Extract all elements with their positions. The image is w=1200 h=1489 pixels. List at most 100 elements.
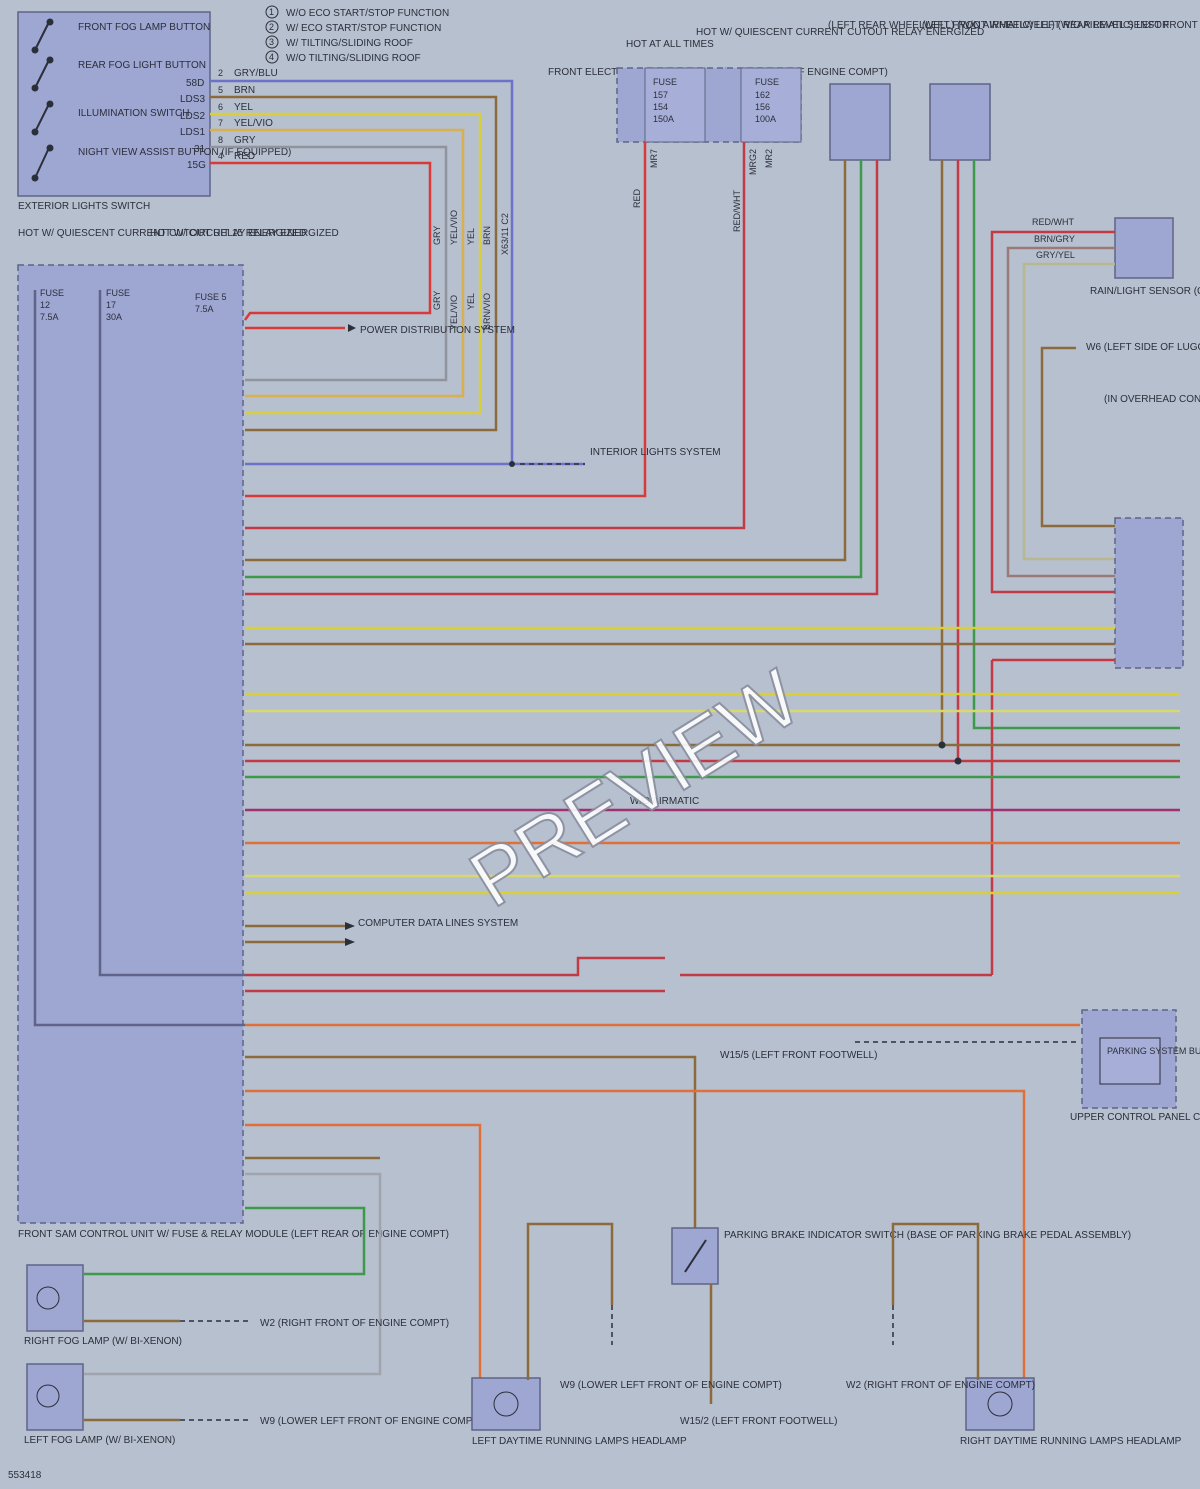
- svg-text:4: 4: [218, 151, 223, 161]
- w9-left-fog-label: W9 (LOWER LEFT FRONT OF ENGINE COMPT): [260, 1416, 482, 1427]
- front-fog-button-label: FRONT FOG LAMP BUTTON: [78, 22, 210, 33]
- sam-title: FRONT SAM CONTROL UNIT W/ FUSE & RELAY M…: [18, 1229, 449, 1240]
- pin-name-lds2: LDS2: [180, 111, 205, 122]
- svg-text:(IN OVERHEAD CONSOLE) (W/O CAN: (IN OVERHEAD CONSOLE) (W/O CAN) OVERHEAD…: [1104, 394, 1200, 405]
- svg-text:HOT AT ALL TIMES: HOT AT ALL TIMES: [626, 39, 714, 50]
- exterior-lights-switch: FRONT FOG LAMP BUTTON REAR FOG LIGHT BUT…: [17, 11, 291, 212]
- svg-text:100A: 100A: [755, 114, 776, 124]
- svg-text:RED: RED: [632, 188, 642, 208]
- svg-text:LEFT DAYTIME RUNNING LAMPS HEA: LEFT DAYTIME RUNNING LAMPS HEADLAMP: [472, 1436, 687, 1447]
- svg-text:PARKING BRAKE INDICATOR SWITCH: PARKING BRAKE INDICATOR SWITCH (BASE OF …: [724, 1230, 1131, 1241]
- svg-text:HOT W/ QUIESCENT CURRENT CUTOU: HOT W/ QUIESCENT CURRENT CUTOUT RELAY EN…: [18, 228, 306, 239]
- w2-right-fog-label: W2 (RIGHT FRONT OF ENGINE COMPT): [260, 1318, 449, 1329]
- rain-light-sensor: RAIN/LIGHT SENSOR (CENTER FRONT OF ROOF)…: [1032, 217, 1200, 297]
- front-prefuse-box: HOT AT ALL TIMES HOT W/ QUIESCENT CURREN…: [548, 27, 984, 232]
- svg-text:3: 3: [269, 37, 274, 47]
- svg-text:156: 156: [755, 102, 770, 112]
- svg-text:157: 157: [653, 90, 668, 100]
- note-4: W/O TILTING/SLIDING ROOF: [286, 53, 421, 64]
- svg-text:RED: RED: [234, 151, 255, 162]
- pin-name-lds1: LDS1: [180, 127, 205, 138]
- svg-text:YEL: YEL: [466, 293, 476, 310]
- svg-text:154: 154: [653, 102, 668, 112]
- illumination-switch-label: ILLUMINATION SWITCH: [78, 108, 189, 119]
- right-fog-lamp: RIGHT FOG LAMP (W/ BI-XENON): [24, 1264, 182, 1347]
- svg-text:RED/WHT: RED/WHT: [1032, 217, 1074, 227]
- parking-system-button-label: PARKING SYSTEM BUTTON: [1107, 1046, 1200, 1056]
- svg-text:GRY: GRY: [432, 226, 442, 245]
- svg-text:BRN: BRN: [234, 85, 255, 96]
- svg-text:(LEFT FRONT WHEELWELL) (W/O AI: (LEFT FRONT WHEELWELL) (W/O AIRMATIC) LE…: [922, 20, 1200, 31]
- svg-text:RAIN/LIGHT SENSOR (CENTER FRON: RAIN/LIGHT SENSOR (CENTER FRONT OF ROOF): [1090, 286, 1200, 297]
- overhead-control-panel: (IN OVERHEAD CONSOLE) (W/O CAN) OVERHEAD…: [1104, 394, 1200, 669]
- level-sensor-wires: [245, 160, 1180, 760]
- svg-text:MR7: MR7: [649, 149, 659, 168]
- w15-2-label: W15/2 (LEFT FRONT FOOTWELL): [680, 1416, 837, 1427]
- svg-text:GRY: GRY: [234, 135, 256, 146]
- left-drl-headlamp: LEFT DAYTIME RUNNING LAMPS HEADLAMP: [471, 1377, 687, 1447]
- svg-text:YEL: YEL: [234, 102, 253, 113]
- svg-text:BRN/GRY: BRN/GRY: [1034, 234, 1075, 244]
- svg-text:UPPER CONTROL PANEL CONTROL UN: UPPER CONTROL PANEL CONTROL UNIT (LEFT S…: [1070, 1112, 1200, 1123]
- svg-text:FUSE 5: FUSE 5: [195, 292, 227, 302]
- svg-text:YEL/VIO: YEL/VIO: [234, 118, 273, 129]
- pin-name-lds3: LDS3: [180, 94, 205, 105]
- w15-5-label: W15/5 (LEFT FRONT FOOTWELL): [720, 1050, 877, 1061]
- left-fog-lamp: LEFT FOG LAMP (W/ BI-XENON): [24, 1363, 175, 1446]
- interior-lights-label: INTERIOR LIGHTS SYSTEM: [590, 447, 721, 458]
- svg-text:162: 162: [755, 90, 770, 100]
- svg-text:1: 1: [269, 7, 274, 17]
- svg-text:BRN/VIO: BRN/VIO: [482, 293, 492, 330]
- parking-brake-switch: PARKING BRAKE INDICATOR SWITCH (BASE OF …: [671, 1227, 1131, 1285]
- svg-text:5: 5: [218, 85, 223, 95]
- svg-text:RIGHT FOG LAMP (W/ BI-XENON): RIGHT FOG LAMP (W/ BI-XENON): [24, 1336, 182, 1347]
- svg-text:7.5A: 7.5A: [195, 304, 214, 314]
- svg-text:MR2: MR2: [764, 149, 774, 168]
- note-1: W/O ECO START/STOP FUNCTION: [286, 8, 449, 19]
- right-drl-headlamp: RIGHT DAYTIME RUNNING LAMPS HEADLAMP: [960, 1377, 1182, 1447]
- svg-text:8: 8: [218, 135, 223, 145]
- svg-text:4: 4: [269, 52, 274, 62]
- computer-data-lines-label: COMPUTER DATA LINES SYSTEM: [358, 918, 518, 929]
- svg-text:17: 17: [106, 300, 116, 310]
- svg-text:6: 6: [218, 102, 223, 112]
- svg-text:FUSE: FUSE: [106, 288, 130, 298]
- svg-text:7: 7: [218, 118, 223, 128]
- svg-text:YEL/VIO: YEL/VIO: [449, 210, 459, 245]
- pin-name-31: 31: [194, 144, 206, 155]
- exterior-switch-title: EXTERIOR LIGHTS SWITCH: [18, 201, 150, 212]
- svg-text:2: 2: [269, 22, 274, 32]
- svg-text:HOT W/ QUIESCENT CURRENT CUTOU: HOT W/ QUIESCENT CURRENT CUTOUT RELAY EN…: [696, 27, 984, 38]
- svg-text:7.5A: 7.5A: [40, 312, 59, 322]
- svg-text:FUSE: FUSE: [653, 77, 677, 87]
- svg-text:FUSE: FUSE: [40, 288, 64, 298]
- rear-fog-button-label: REAR FOG LIGHT BUTTON: [78, 60, 206, 71]
- left-rear-level-sensor: (LEFT REAR WHEELWELL) (W/O AIRMATIC) LEF…: [828, 20, 1169, 161]
- note-2: W/ ECO START/STOP FUNCTION: [286, 23, 441, 34]
- svg-text:2: 2: [218, 68, 223, 78]
- svg-text:GRY/BLU: GRY/BLU: [234, 68, 278, 79]
- w6-label: W6 (LEFT SIDE OF LUGGAGE COMPT): [1086, 342, 1200, 353]
- svg-text:12: 12: [40, 300, 50, 310]
- svg-text:FUSE: FUSE: [755, 77, 779, 87]
- diagram-id: 553418: [8, 1470, 42, 1481]
- horizontal-bus-wires: [245, 692, 1180, 895]
- svg-text:YEL: YEL: [466, 228, 476, 245]
- svg-text:BRN: BRN: [482, 226, 492, 245]
- svg-text:MRG2: MRG2: [748, 149, 758, 175]
- svg-text:GRY: GRY: [432, 291, 442, 310]
- w9-drl-label: W9 (LOWER LEFT FRONT OF ENGINE COMPT): [560, 1380, 782, 1391]
- svg-text:RIGHT DAYTIME RUNNING LAMPS HE: RIGHT DAYTIME RUNNING LAMPS HEADLAMP: [960, 1436, 1182, 1447]
- svg-text:RED/WHT: RED/WHT: [732, 190, 742, 232]
- svg-text:30A: 30A: [106, 312, 122, 322]
- pin-name-58d: 58D: [186, 78, 204, 89]
- legend-notes: 1 W/O ECO START/STOP FUNCTION 2 W/ ECO S…: [265, 5, 449, 64]
- pin-name-15g: 15G: [187, 160, 206, 171]
- svg-text:GRY/YEL: GRY/YEL: [1036, 250, 1075, 260]
- svg-text:X63/11 C2: X63/11 C2: [500, 213, 510, 255]
- svg-text:150A: 150A: [653, 114, 674, 124]
- exterior-wire-vertical-labels: GRY GRY YEL/VIO YEL/VIO YEL YEL BRN BRN/…: [432, 210, 510, 330]
- front-sam-unit: HOT W/ QUIESCENT CURRENT CUTOUT RELAY EN…: [17, 228, 449, 1240]
- exterior-switch-wires: [210, 79, 514, 464]
